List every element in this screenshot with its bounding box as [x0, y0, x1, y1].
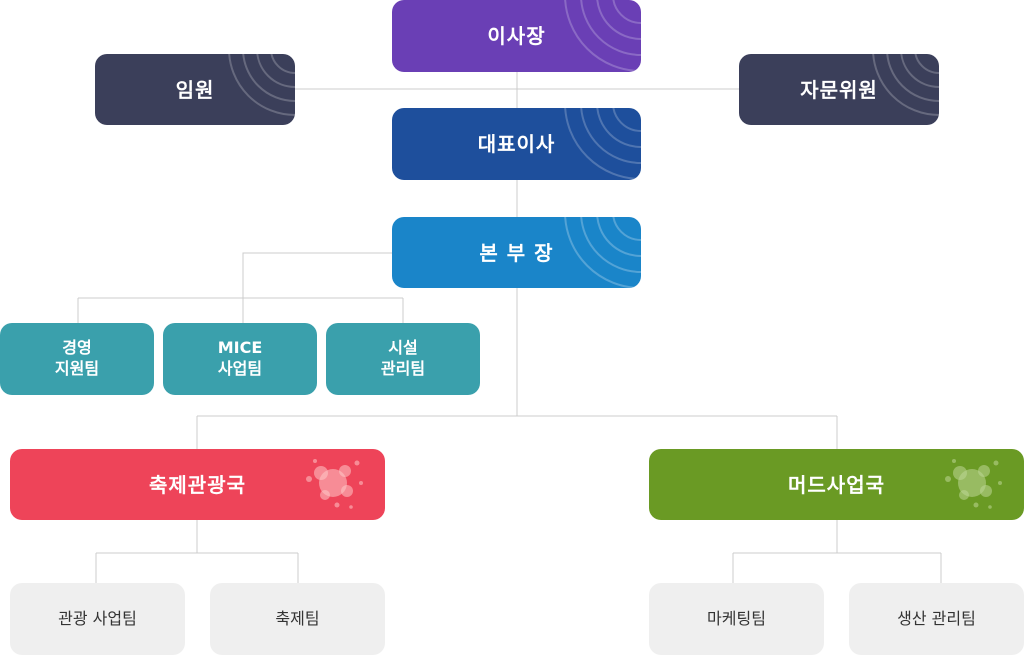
executives-label: 임원	[175, 77, 215, 102]
team-label: 생산 관리팀	[897, 608, 976, 628]
team-label: 시설 관리팀	[380, 338, 426, 378]
team-management-support: 경영 지원팀	[0, 323, 154, 395]
team-label: 관광 사업팀	[58, 608, 137, 628]
team-label: 축제팀	[275, 608, 320, 628]
executives-box: 임원	[95, 54, 295, 125]
team-label: 경영 지원팀	[54, 338, 100, 378]
team-production-management: 생산 관리팀	[849, 583, 1024, 655]
ceo-label: 대표이사	[477, 132, 556, 156]
advisors-label: 자문위원	[800, 77, 878, 102]
paint-splatter-icon	[306, 459, 363, 509]
paint-splatter-icon	[945, 459, 1002, 509]
festival-bureau-box: 축제관광국	[10, 449, 385, 520]
team-marketing: 마케팅팀	[649, 583, 824, 655]
team-mice-business: MICE 사업팀	[163, 323, 317, 395]
team-label: MICE 사업팀	[217, 338, 263, 378]
team-label: 마케팅팀	[707, 608, 766, 628]
director-label: 본 부 장	[479, 240, 554, 265]
festival-bureau-label: 축제관광국	[149, 472, 246, 497]
mud-bureau-label: 머드사업국	[788, 472, 885, 497]
mud-bureau-box: 머드사업국	[649, 449, 1024, 520]
advisors-box: 자문위원	[739, 54, 939, 125]
arcs-decoration-icon	[228, 54, 295, 116]
director-box: 본 부 장	[392, 217, 641, 288]
team-festival: 축제팀	[210, 583, 385, 655]
chairman-box: 이사장	[392, 0, 641, 72]
chairman-label: 이사장	[487, 24, 546, 48]
team-tourism-business: 관광 사업팀	[10, 583, 185, 655]
ceo-box: 대표이사	[392, 108, 641, 180]
connector-director-branch	[242, 252, 392, 298]
team-facility-management: 시설 관리팀	[326, 323, 480, 395]
